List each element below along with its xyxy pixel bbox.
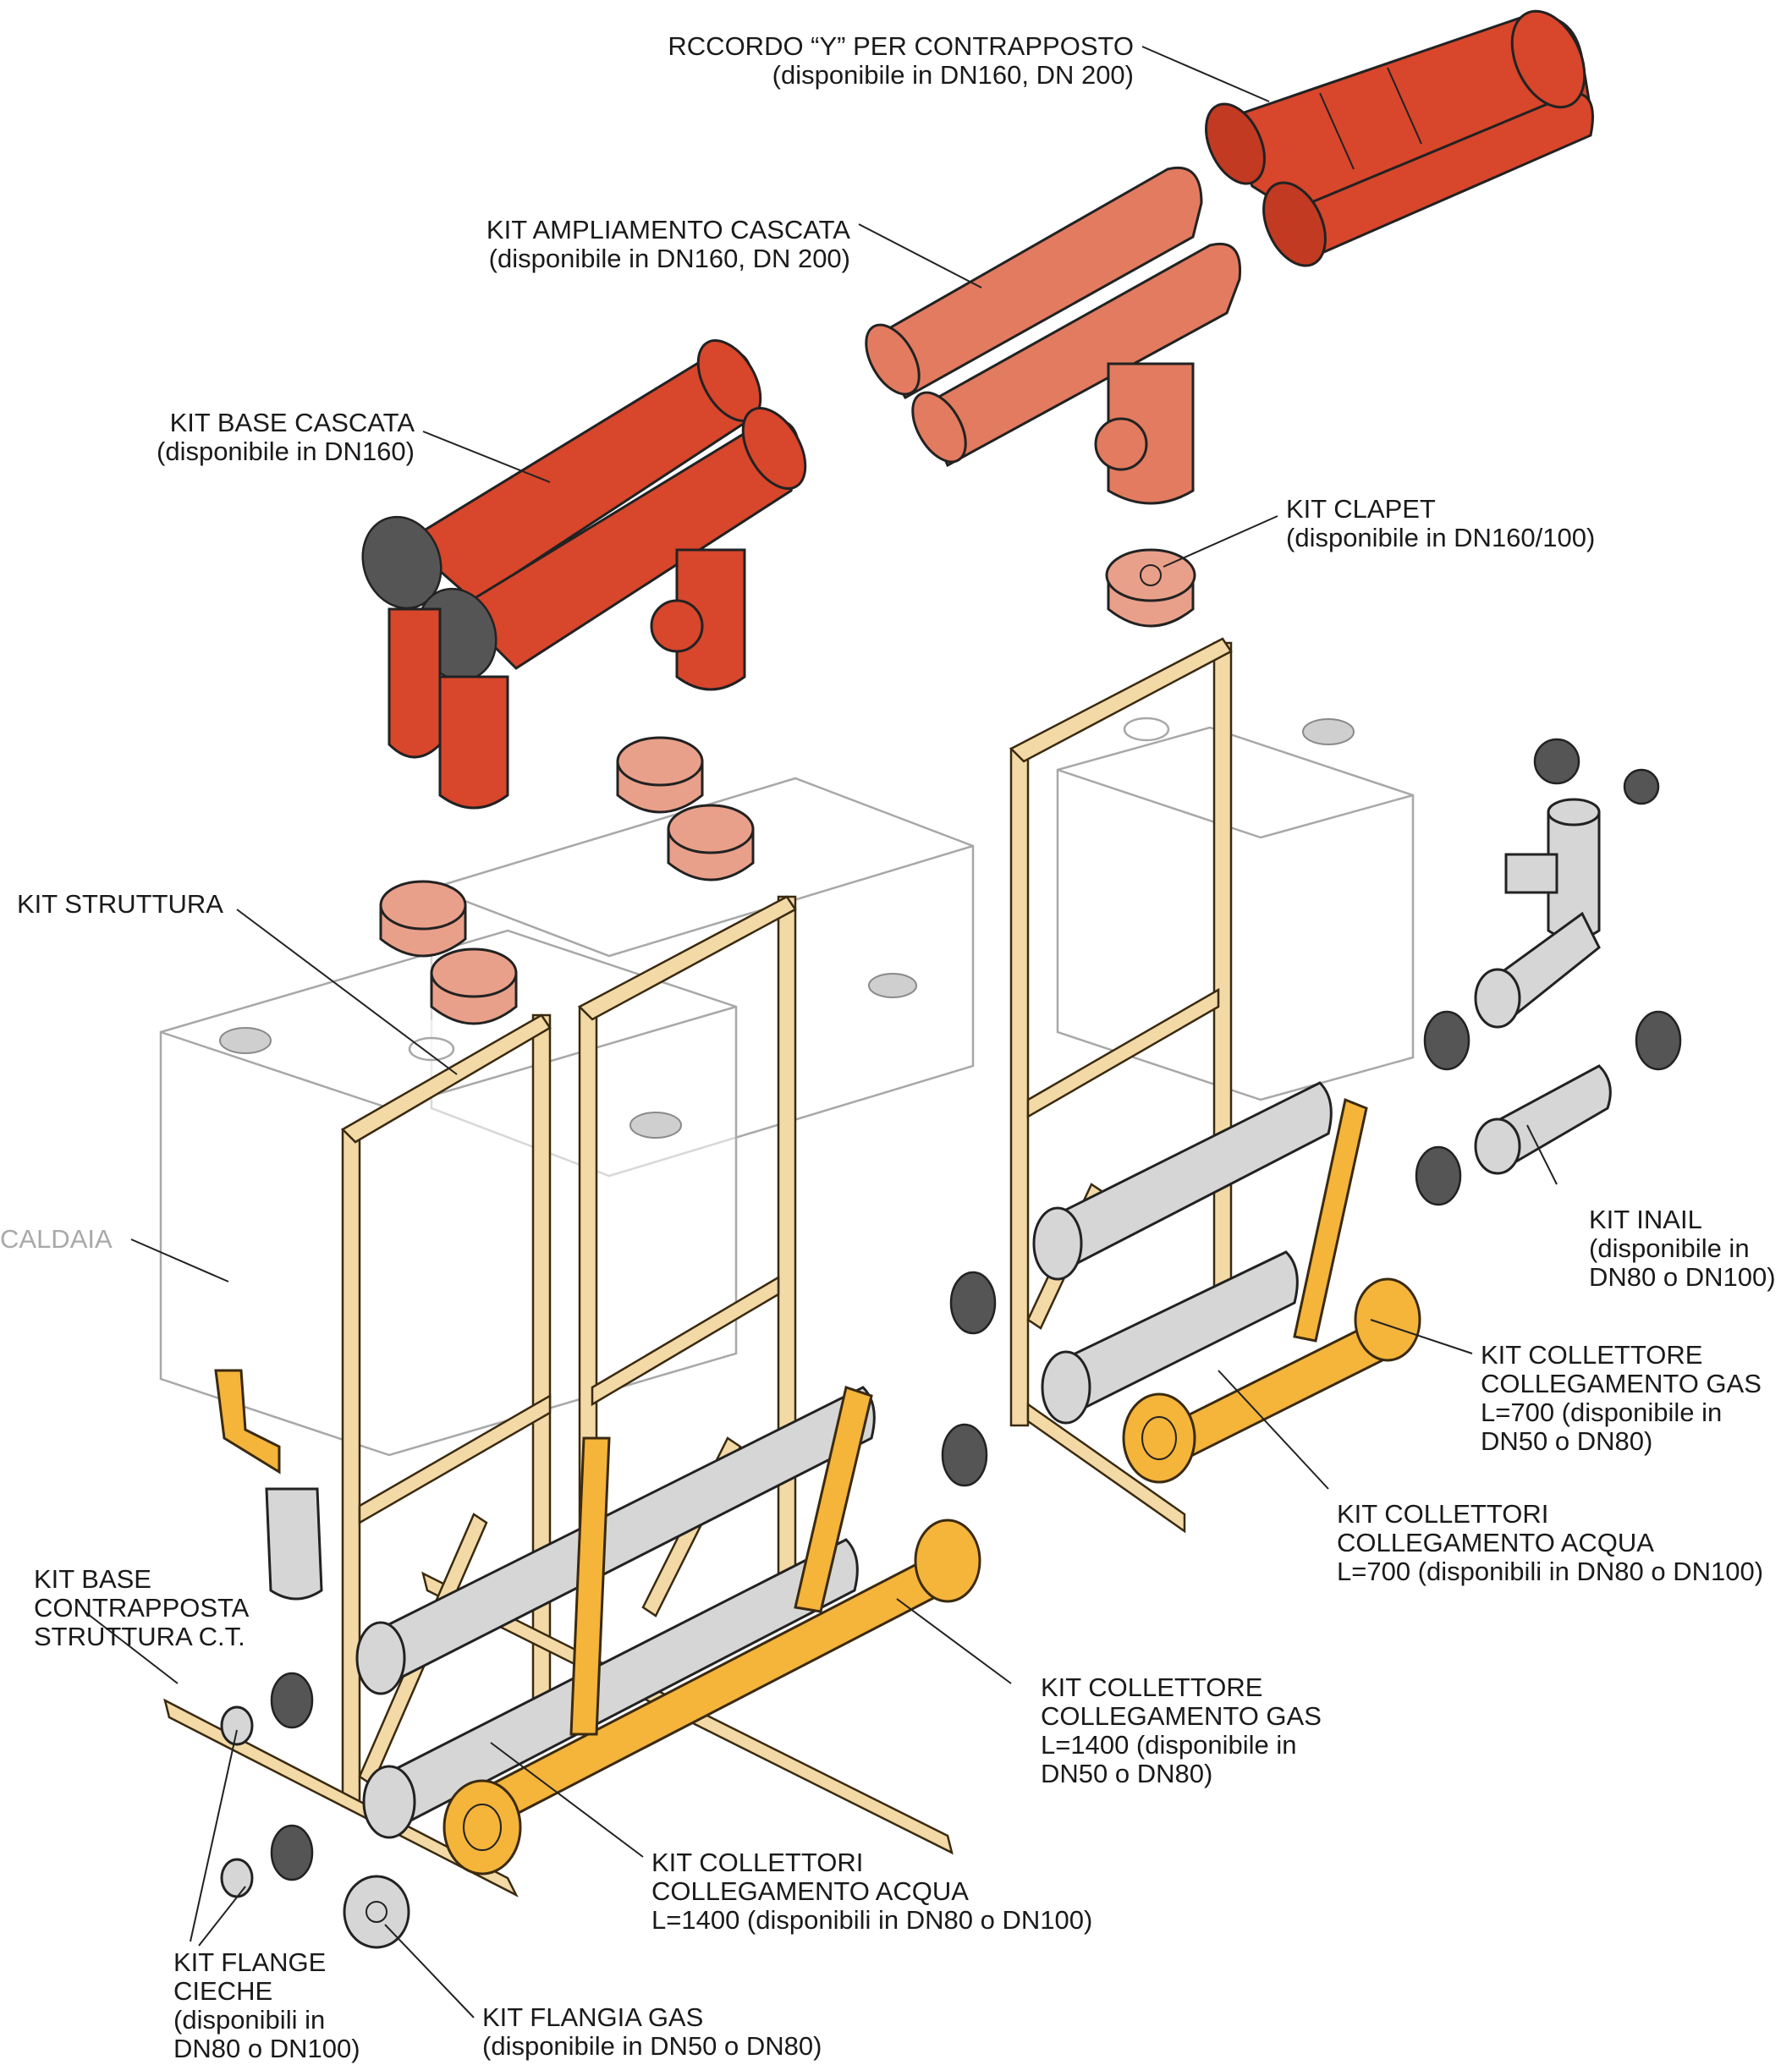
label-water-manifolds-700: KIT COLLETTORI COLLEGAMENTO ACQUA L=700 … xyxy=(1337,1499,1764,1586)
label-blind-flanges: KIT FLANGE CIECHE (disponibili in DN80 o… xyxy=(173,1947,360,2063)
boiler-right xyxy=(1056,717,1415,1101)
extension-kit xyxy=(865,167,1242,505)
label-clapet-kit: KIT CLAPET (disponibile in DN160/100) xyxy=(1286,494,1596,552)
label-base-cascade-kit: KIT BASE CASCATA (disponibile in DN160) xyxy=(157,408,415,466)
water-manifolds-700 xyxy=(1032,1081,1333,1425)
leader-lines xyxy=(84,46,1558,2018)
blind-flanges xyxy=(220,1705,254,1898)
label-gas-flange: KIT FLANGIA GAS (disponibile in DN50 o D… xyxy=(482,2002,822,2061)
clapet-kit xyxy=(1105,548,1196,628)
base-cascade-kit xyxy=(361,339,807,810)
label-base-contrapposta: KIT BASE CONTRAPPOSTA STRUTTURA C.T. xyxy=(34,1564,250,1651)
inail-kit xyxy=(1415,738,1682,1206)
label-inail-kit: KIT INAIL (disponibile in DN80 o DN100) xyxy=(1589,1205,1776,1292)
label-frame-kit: KIT STRUTTURA xyxy=(17,889,223,919)
water-manifolds-1400 xyxy=(265,1386,876,1839)
label-y-fitting: RCCORDO “Y” PER CONTRAPPOSTO (disponibil… xyxy=(668,31,1134,90)
gas-flange xyxy=(343,1875,410,1949)
label-water-manifolds-1400: KIT COLLETTORI COLLEGAMENTO ACQUA L=1400… xyxy=(651,1848,1093,1935)
gas-manifold-1400 xyxy=(214,1369,981,1876)
couplings xyxy=(270,1271,997,1881)
label-gas-manifold-700: KIT COLLETTORE COLLEGAMENTO GAS L=700 (d… xyxy=(1481,1340,1762,1456)
y-fitting xyxy=(1205,9,1594,267)
label-boiler: CALDAIA xyxy=(0,1224,113,1254)
gas-manifold-700 xyxy=(1122,1097,1421,1484)
label-extension-kit: KIT AMPLIAMENTO CASCATA (disponibile in … xyxy=(486,215,850,273)
label-gas-manifold-1400: KIT COLLETTORE COLLEGAMENTO GAS L=1400 (… xyxy=(1041,1672,1322,1788)
clapet-caps xyxy=(379,736,755,1025)
